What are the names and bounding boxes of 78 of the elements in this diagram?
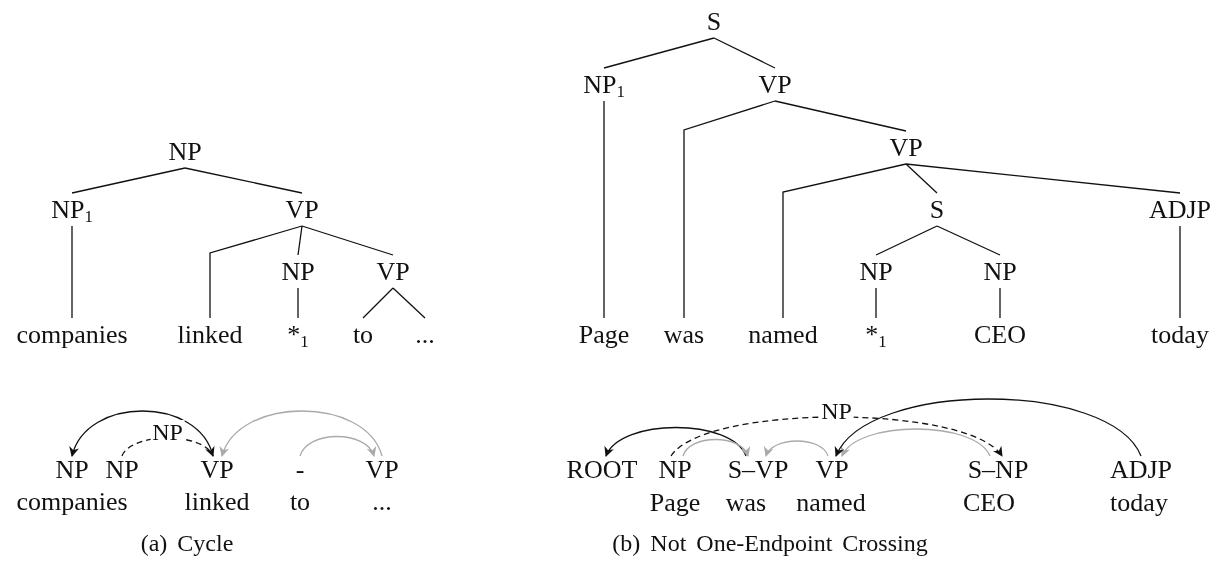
tree-branch xyxy=(683,100,776,319)
dependency-label: S–VP xyxy=(727,457,789,483)
dependency-arc xyxy=(299,435,375,457)
dependency-label: VP xyxy=(200,457,234,483)
word: to xyxy=(352,322,374,348)
word: ... xyxy=(415,322,435,348)
constituent-label: NP xyxy=(281,259,315,285)
word: *$_{1}$ xyxy=(865,322,887,348)
constituent-label: S xyxy=(929,197,945,223)
word: to xyxy=(289,489,311,515)
tree-branch xyxy=(905,163,1181,194)
tree-branch xyxy=(713,37,776,69)
tree-branch xyxy=(875,287,877,319)
word: CEO xyxy=(974,322,1026,348)
dependency-label: NP xyxy=(55,457,89,483)
word: today xyxy=(1151,322,1209,348)
word: companies xyxy=(16,489,128,515)
constituent-label: NP xyxy=(983,259,1017,285)
tree-branch xyxy=(301,225,394,256)
dependency-arc xyxy=(765,440,829,457)
dependency-arc xyxy=(682,438,749,457)
tree-branch xyxy=(209,225,303,319)
tree-branch xyxy=(71,225,73,319)
edge-label: NP xyxy=(150,420,185,444)
tree-branch xyxy=(875,225,938,256)
constituent-label: VP xyxy=(285,197,319,223)
dependency-label: ADJP xyxy=(1109,457,1173,483)
figure-caption: (b) Not One-Endpoint Crossing xyxy=(612,531,928,555)
constituent-label: NP$_{1}$ xyxy=(51,197,93,223)
tree-branch xyxy=(782,163,907,319)
tree-branch xyxy=(905,163,938,194)
tree-branch xyxy=(297,225,303,256)
tree-branch xyxy=(603,37,715,69)
dependency-arc xyxy=(221,410,383,457)
constituent-label: VP xyxy=(758,72,792,98)
word: linked xyxy=(177,322,243,348)
dependency-label: - xyxy=(295,457,305,483)
dependency-label: VP xyxy=(365,457,399,483)
constituent-label: NP$_{1}$ xyxy=(583,72,625,98)
tree-branch xyxy=(999,287,1001,319)
constituent-label: VP xyxy=(889,135,923,161)
dependency-arc xyxy=(605,426,747,457)
dependency-label: NP xyxy=(105,457,139,483)
tree-branch xyxy=(71,167,186,194)
constituent-label: NP xyxy=(859,259,893,285)
word: companies xyxy=(16,322,128,348)
figure-caption: (a) Cycle xyxy=(140,531,234,555)
tree-branch xyxy=(362,287,394,319)
word: named xyxy=(748,322,818,348)
dependency-arc xyxy=(70,410,214,457)
dependency-label: VP xyxy=(815,457,849,483)
tree-branch xyxy=(392,287,426,319)
word: was xyxy=(725,490,767,516)
word: today xyxy=(1110,490,1168,516)
tree-branch xyxy=(1179,225,1181,319)
word: named xyxy=(796,490,866,516)
word: linked xyxy=(184,489,250,515)
tree-branch xyxy=(184,167,303,194)
tree-branch xyxy=(774,100,907,132)
dependency-arc xyxy=(835,398,1142,457)
tree-branch xyxy=(603,100,605,319)
constituent-label: VP xyxy=(376,259,410,285)
dependency-label: NP xyxy=(658,457,692,483)
dependency-label: S–NP xyxy=(967,457,1029,483)
constituent-label: ADJP xyxy=(1148,197,1212,223)
word: CEO xyxy=(963,490,1015,516)
word: ... xyxy=(372,489,392,515)
tree-branch xyxy=(297,287,299,319)
dependency-label: ROOT xyxy=(566,457,638,483)
word: *$_{1}$ xyxy=(287,322,309,348)
dependency-arc xyxy=(841,428,991,457)
tree-branch xyxy=(936,225,1001,256)
word: was xyxy=(663,322,705,348)
word: Page xyxy=(578,322,630,348)
constituent-label: S xyxy=(706,9,722,35)
constituent-label: NP xyxy=(168,139,202,165)
word: Page xyxy=(649,490,701,516)
dependency-arc xyxy=(670,416,1003,457)
